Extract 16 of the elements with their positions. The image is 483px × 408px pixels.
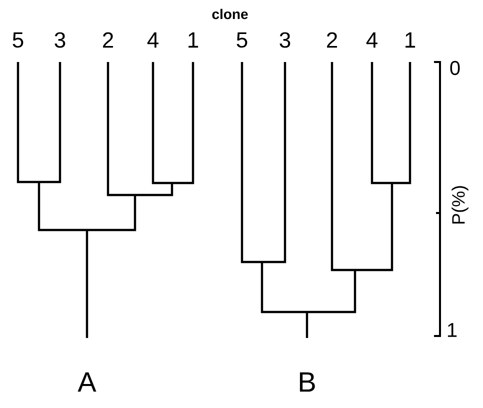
leaf-label: 5 bbox=[236, 32, 248, 48]
leaf-label: 2 bbox=[327, 32, 338, 48]
scale-label: 0 bbox=[450, 60, 460, 76]
leaf-label: 1 bbox=[406, 32, 416, 48]
leaf-label: 1 bbox=[188, 32, 198, 48]
axis-label: P(%) bbox=[452, 186, 468, 224]
scale-label: 1 bbox=[448, 323, 457, 337]
leaf-label: 2 bbox=[103, 32, 114, 48]
leaf-label: 5 bbox=[12, 32, 24, 48]
title: clone bbox=[212, 8, 248, 20]
leaf-label: 4 bbox=[147, 32, 158, 48]
tree-label: B bbox=[300, 372, 315, 392]
leaf-label: 3 bbox=[54, 32, 66, 48]
leaf-label: 4 bbox=[366, 32, 378, 48]
tree-label: A bbox=[78, 372, 96, 392]
leaf-label: 3 bbox=[280, 32, 290, 48]
